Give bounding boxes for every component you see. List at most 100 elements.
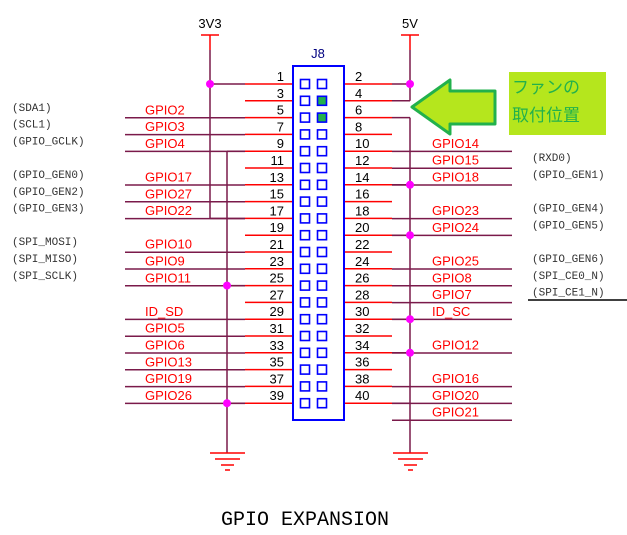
pin-square (299, 397, 311, 409)
pin-number: 25 (270, 271, 284, 286)
net-label: GPIO11 (145, 270, 191, 285)
power-5v-label: 5V (402, 16, 418, 31)
pin-number: 11 (271, 153, 285, 168)
net-label: GPIO23 (432, 203, 479, 218)
pin-number: 19 (270, 220, 284, 235)
pin-square (299, 280, 311, 291)
connector-j8: J8 (292, 46, 345, 421)
pin-square (316, 112, 328, 123)
junction-dot (406, 231, 414, 240)
junction-dot (206, 80, 214, 88)
net-label: ID_SD (145, 304, 183, 319)
net-label: GPIO20 (432, 388, 479, 403)
pins: 13GPIO2(SDA1)5GPIO3(SCL1)7GPIO4(GPIO_GCL… (12, 69, 605, 420)
pin-square (299, 78, 311, 90)
junction-dot (406, 80, 414, 88)
pin-number: 15 (270, 187, 284, 202)
pin-square (316, 297, 328, 308)
alt-function-label: (SPI_CE1_N) (532, 288, 605, 300)
junction-dot (223, 399, 231, 408)
pin-number: 9 (277, 136, 284, 151)
ground-right-symbol (393, 452, 428, 471)
pin-number: 20 (355, 220, 369, 235)
pin-squares (299, 78, 328, 409)
ground-left-symbol (210, 452, 245, 471)
alt-function-label: (RXD0) (532, 153, 572, 165)
pin-square (316, 229, 328, 241)
pin-number: 27 (270, 287, 284, 302)
net-label: GPIO7 (432, 287, 472, 302)
pin-number: 16 (355, 187, 369, 202)
net-label: GPIO13 (145, 354, 192, 369)
pin-square (316, 364, 328, 375)
pin-square (299, 364, 311, 375)
pin-number: 13 (270, 170, 284, 185)
callout-line2: 取付位置 (512, 106, 580, 125)
net-label: GPIO5 (145, 321, 185, 336)
pin-number: 6 (355, 103, 362, 118)
net-label: GPIO12 (432, 338, 479, 353)
net-label: GPIO22 (145, 203, 192, 218)
pin-number: 10 (355, 136, 369, 151)
pin-number: 36 (355, 355, 369, 370)
pin-square (316, 213, 328, 224)
alt-function-label: (GPIO_GEN1) (532, 170, 605, 182)
diagram-title: GPIO EXPANSION (221, 509, 389, 532)
net-label: GPIO24 (432, 220, 479, 235)
pin-number: 34 (355, 338, 369, 353)
power-3v3-symbol: 3V3 (198, 16, 222, 50)
pin-square (299, 129, 311, 140)
pin-number: 32 (355, 321, 369, 336)
pin-number: 38 (355, 371, 369, 386)
pin-square (299, 162, 311, 174)
pin-square (316, 162, 328, 174)
pin-square (316, 397, 328, 409)
power-3v3-label: 3V3 (198, 16, 221, 31)
pin-square (299, 179, 311, 191)
pin-number: 2 (355, 69, 362, 84)
pin-square (299, 297, 311, 308)
pin-square (316, 78, 328, 90)
pin-square (316, 246, 328, 258)
net-label: GPIO16 (432, 371, 479, 386)
pin-square (316, 129, 328, 140)
pin-square (299, 381, 311, 392)
pin-number: 5 (277, 103, 284, 118)
net-label: GPIO6 (145, 338, 185, 353)
net-label: GPIO19 (145, 371, 192, 386)
pin-square (316, 95, 328, 107)
connector-ref: J8 (311, 46, 325, 61)
pin-square (299, 196, 311, 207)
pin-square (316, 280, 328, 291)
pin-number: 14 (355, 170, 369, 185)
power-5v-symbol: 5V (401, 16, 419, 50)
pin-number: 23 (270, 254, 284, 269)
pin-square (299, 313, 311, 325)
pin-square (299, 213, 311, 224)
wires (125, 50, 512, 453)
pin-number: 1 (277, 69, 284, 84)
pin-number: 3 (277, 86, 284, 101)
junction-dot (406, 180, 414, 189)
pin-square (316, 179, 328, 191)
alt-function-label: (SDA1) (12, 103, 52, 115)
net-label: GPIO10 (145, 237, 192, 252)
junction-dot (406, 348, 414, 357)
connector-body (292, 65, 345, 421)
alt-function-label: (GPIO_GCLK) (12, 136, 85, 148)
net-label: GPIO14 (432, 136, 479, 151)
pin-square (299, 112, 311, 123)
callout-box (509, 72, 606, 135)
net-label: GPIO18 (432, 170, 479, 185)
net-label: GPIO21 (432, 405, 479, 420)
alt-function-label: (GPIO_GEN2) (12, 187, 85, 199)
pin-number: 37 (270, 371, 284, 386)
net-label: GPIO4 (145, 136, 185, 151)
pin-square (299, 330, 311, 342)
net-label: GPIO3 (145, 119, 185, 134)
fan-mount-callout: ファンの 取付位置 (410, 72, 606, 136)
pin-number: 30 (355, 304, 369, 319)
pin-number: 33 (270, 338, 284, 353)
alt-function-label: (GPIO_GEN5) (532, 220, 605, 232)
